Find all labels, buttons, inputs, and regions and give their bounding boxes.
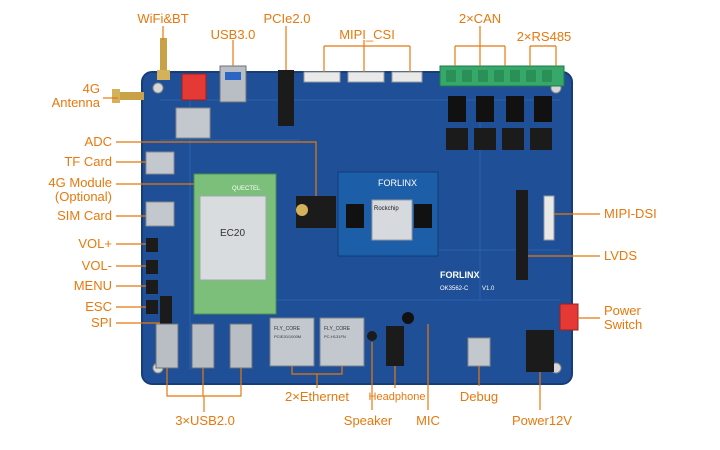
label-headphone: Headphone	[368, 391, 426, 403]
label-mipi-dsi: MIPI-DSI	[604, 206, 657, 221]
tf-card-slot	[145, 151, 175, 175]
antenna-connector	[112, 89, 144, 103]
usb20-ports	[155, 323, 253, 369]
label-rs485: 2×RS485	[516, 29, 572, 44]
ethernet-ports	[269, 317, 365, 367]
pcie-slot	[278, 70, 294, 126]
usb30-port	[219, 65, 247, 103]
headphone-jack	[386, 326, 404, 366]
eth-left-label-2: PCIE20/1000M	[274, 334, 301, 339]
lvds-header	[516, 190, 528, 280]
board-brand-text: FORLINX	[440, 270, 480, 280]
label-usb20: 3×USB2.0	[175, 413, 235, 428]
label-power12v: Power12V	[512, 413, 572, 428]
module-model-text: EC20	[220, 228, 245, 239]
label-speaker: Speaker	[343, 413, 393, 428]
wifi-module	[175, 107, 211, 139]
debug-port	[467, 337, 491, 367]
sim-card-slot	[145, 201, 175, 227]
mic-port	[402, 312, 414, 324]
label-adc: ADC	[84, 134, 112, 149]
soc-brand-text: Rockchip	[374, 206, 399, 212]
eth-right-label-1: FLY_CORE	[324, 326, 351, 332]
label-ethernet: 2×Ethernet	[285, 389, 349, 404]
som-brand-text: FORLINX	[378, 178, 417, 188]
leader-lines	[103, 26, 600, 412]
board-version-text: V1.0	[482, 286, 495, 292]
label-wifi-bt: WiFi&BT	[137, 11, 189, 26]
label-can: 2×CAN	[458, 11, 502, 26]
label-esc: ESC	[85, 299, 112, 314]
adc-pot	[296, 204, 308, 216]
label-tf-card: TF Card	[64, 154, 112, 169]
eth-right-label-2: PC-H131FN	[324, 334, 346, 339]
eth-left-label-1: FLY_CORE	[274, 326, 301, 332]
label-4g-antenna: 4G Antenna	[51, 81, 100, 110]
spi-header	[160, 296, 172, 330]
label-vol-minus: VOL-	[81, 258, 112, 273]
module-brand-text: QUECTEL	[232, 186, 261, 192]
power-switch	[559, 303, 579, 331]
label-spi: SPI	[91, 315, 112, 330]
speaker-port	[367, 331, 377, 341]
mipi-csi-connectors	[303, 71, 423, 83]
dip-switch	[181, 73, 207, 101]
label-vol-plus: VOL+	[78, 236, 112, 251]
label-pcie20: PCIe2.0	[263, 11, 311, 26]
mipi-dsi-connector	[543, 195, 555, 241]
label-usb30: USB3.0	[210, 27, 256, 42]
board-model-text: OK3562-C	[440, 286, 469, 292]
label-power-switch: Power Switch	[604, 303, 643, 332]
4g-module	[193, 173, 277, 315]
label-mic: MIC	[416, 413, 440, 428]
label-lvds: LVDS	[604, 248, 637, 263]
wifi-antenna	[157, 38, 170, 80]
label-menu: MENU	[73, 278, 112, 293]
label-4g-module: 4G Module (Optional)	[48, 175, 112, 204]
label-mipi-csi: MIPI_CSI	[339, 27, 395, 42]
terminal-blocks	[439, 65, 565, 150]
label-sim-card: SIM Card	[57, 208, 112, 223]
label-debug: Debug	[459, 389, 499, 404]
som-module	[337, 171, 439, 257]
side-buttons	[146, 238, 158, 314]
power-jack	[526, 330, 554, 372]
